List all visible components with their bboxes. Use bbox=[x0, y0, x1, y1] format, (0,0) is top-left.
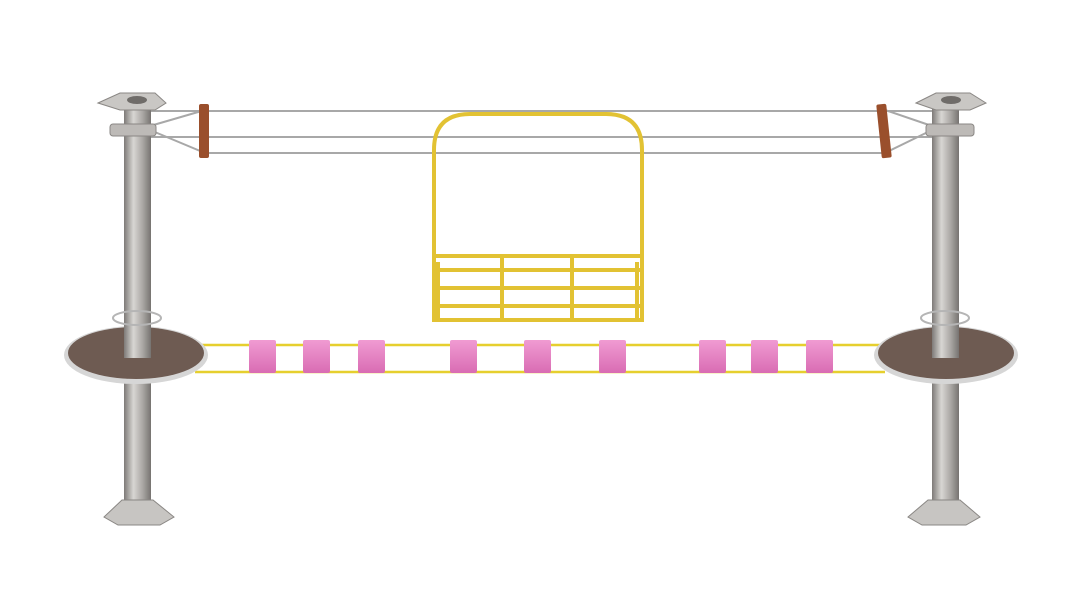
left-pole-base bbox=[103, 499, 175, 526]
pink-plank bbox=[249, 340, 276, 373]
left-cable-fan bbox=[149, 108, 206, 155]
left-pole-ring bbox=[112, 310, 162, 326]
pink-plank bbox=[358, 340, 385, 373]
left-pole-upper bbox=[124, 100, 151, 358]
yellow-swing-chair bbox=[432, 112, 644, 322]
pink-plank bbox=[450, 340, 477, 373]
right-cable-fan bbox=[884, 108, 933, 155]
pink-stepping-planks bbox=[249, 340, 833, 373]
left-cable-collar bbox=[109, 123, 157, 137]
right-pole-lower bbox=[932, 360, 959, 505]
right-pole-upper bbox=[932, 100, 959, 358]
left-pole-lower bbox=[124, 360, 151, 505]
pink-plank bbox=[303, 340, 330, 373]
pink-plank bbox=[806, 340, 833, 373]
pink-plank bbox=[524, 340, 551, 373]
right-pole-cap bbox=[914, 92, 988, 137]
cables bbox=[149, 108, 933, 155]
right-wood-handle bbox=[876, 103, 892, 159]
right-pole-ring bbox=[920, 310, 970, 326]
right-pole-base bbox=[907, 499, 981, 526]
left-pole-cap bbox=[96, 92, 167, 137]
pink-plank bbox=[599, 340, 626, 373]
pink-plank bbox=[751, 340, 778, 373]
right-cable-collar bbox=[925, 123, 975, 137]
left-wood-handle bbox=[199, 104, 209, 158]
pink-plank bbox=[699, 340, 726, 373]
